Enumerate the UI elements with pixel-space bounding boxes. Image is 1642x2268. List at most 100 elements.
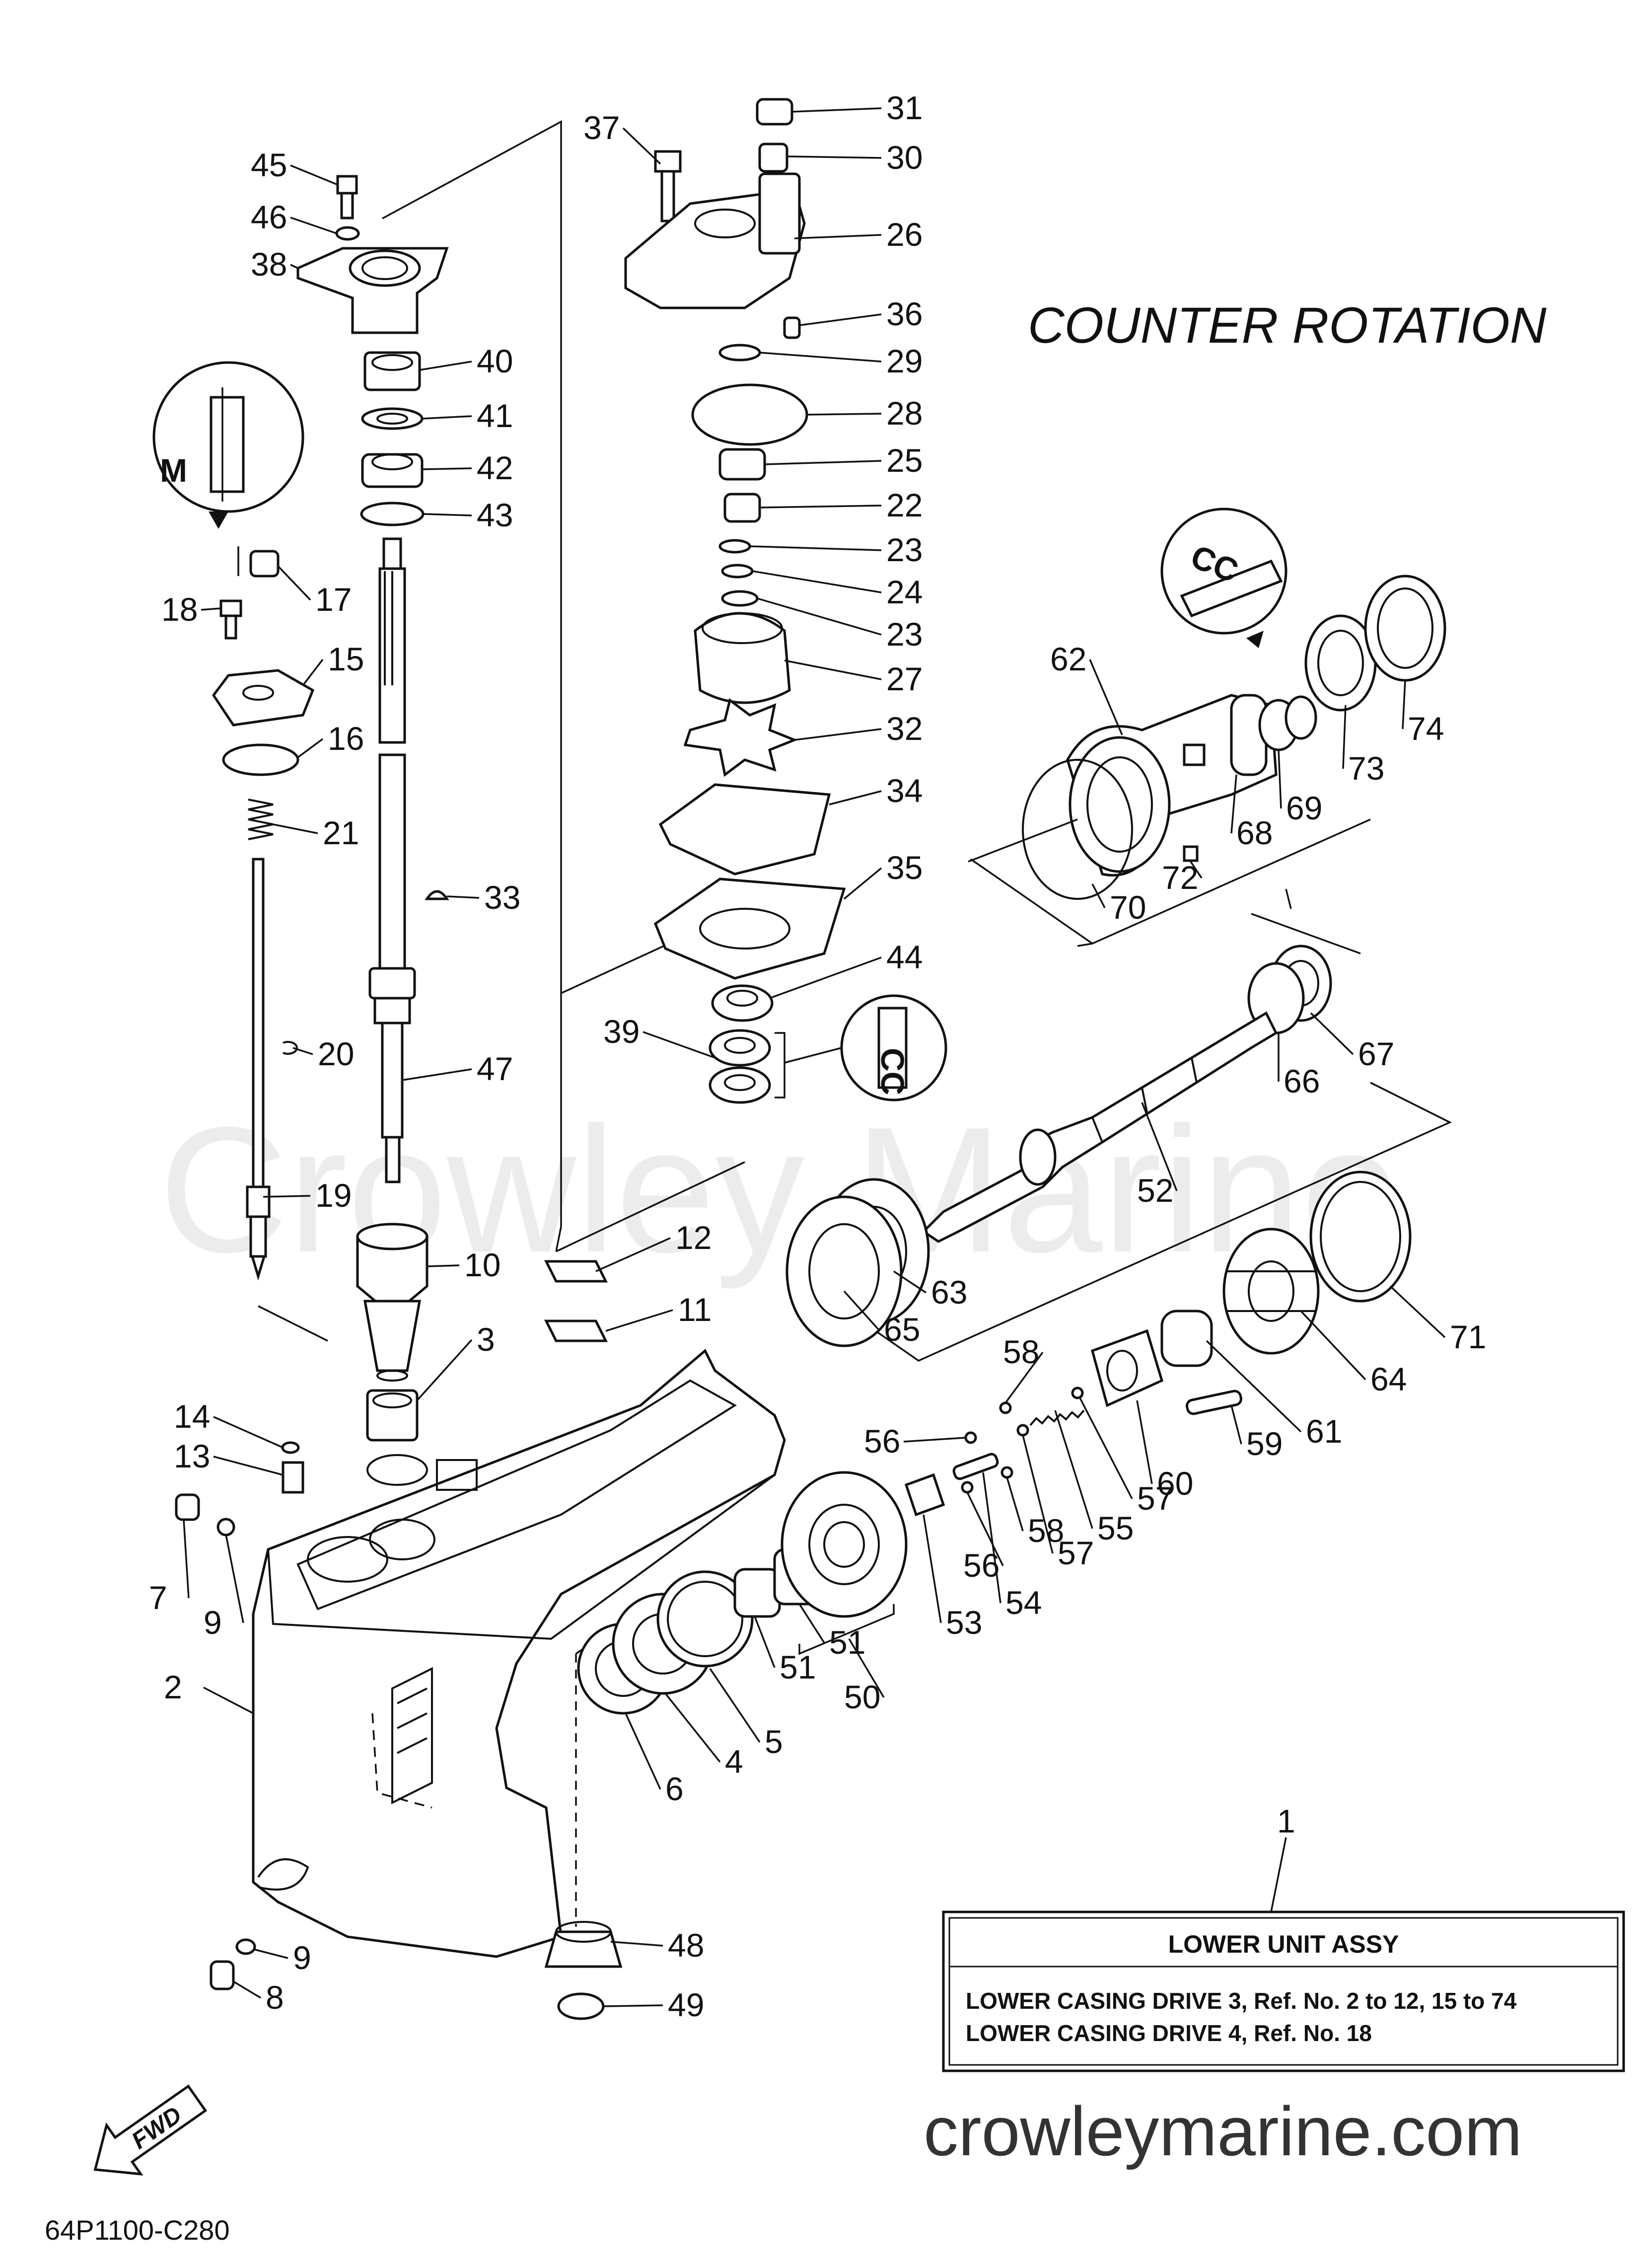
leader-line-17 xyxy=(277,565,311,601)
part-label-20[interactable]: 20 xyxy=(318,1035,354,1072)
part-label-64[interactable]: 64 xyxy=(1370,1361,1407,1397)
leader-line-51 xyxy=(754,1616,776,1668)
part-label-14[interactable]: 14 xyxy=(174,1398,210,1435)
part-label-3[interactable]: 3 xyxy=(477,1321,495,1358)
part-label-23[interactable]: 23 xyxy=(886,531,923,568)
part-label-56[interactable]: 56 xyxy=(864,1423,900,1460)
part-label-49[interactable]: 49 xyxy=(668,1986,704,2023)
part-label-29[interactable]: 29 xyxy=(886,343,923,379)
part-label-7[interactable]: 7 xyxy=(149,1579,167,1616)
part-label-43[interactable]: 43 xyxy=(477,497,513,533)
part-label-53[interactable]: 53 xyxy=(946,1604,982,1641)
part-label-19[interactable]: 19 xyxy=(315,1177,352,1214)
leader-line-33 xyxy=(446,895,480,899)
part-label-55[interactable]: 55 xyxy=(1097,1510,1134,1546)
part-label-5[interactable]: 5 xyxy=(765,1723,783,1760)
leader-line-64 xyxy=(1300,1310,1366,1381)
leader-line-67 xyxy=(1310,1012,1354,1055)
part-label-62[interactable]: 62 xyxy=(1050,641,1086,677)
part-label-10[interactable]: 10 xyxy=(464,1246,500,1283)
assembly-frame-lines xyxy=(258,120,1452,1362)
part-label-24[interactable]: 24 xyxy=(886,574,923,610)
leader-line-36 xyxy=(799,313,882,326)
leader-line-9 xyxy=(253,1948,288,1959)
legend-heading: LOWER UNIT ASSY xyxy=(1168,1930,1399,1958)
leader-line-50 xyxy=(848,1638,885,1698)
part-label-51[interactable]: 51 xyxy=(780,1649,816,1685)
part-label-71[interactable]: 71 xyxy=(1450,1318,1486,1355)
part-label-52[interactable]: 52 xyxy=(1137,1172,1173,1209)
diagram-code: 64P1100-C280 xyxy=(45,2214,230,2246)
part-label-60[interactable]: 60 xyxy=(1157,1465,1193,1502)
part-label-46[interactable]: 46 xyxy=(251,199,287,235)
part-label-30[interactable]: 30 xyxy=(886,139,923,176)
part-label-67[interactable]: 67 xyxy=(1358,1035,1394,1072)
part-label-58[interactable]: 58 xyxy=(1003,1333,1039,1370)
leader-line-28 xyxy=(806,413,882,416)
part-label-25[interactable]: 25 xyxy=(886,442,923,479)
part-label-47[interactable]: 47 xyxy=(477,1050,513,1087)
part-label-8[interactable]: 8 xyxy=(266,1979,284,2016)
part-label-74[interactable]: 74 xyxy=(1408,710,1444,747)
part-label-50[interactable]: 50 xyxy=(844,1679,880,1715)
part-label-54[interactable]: 54 xyxy=(1005,1584,1042,1621)
part-label-69[interactable]: 69 xyxy=(1286,790,1322,826)
part-label-70[interactable]: 70 xyxy=(1110,889,1146,926)
part-label-12[interactable]: 12 xyxy=(675,1219,712,1256)
part-label-22[interactable]: 22 xyxy=(886,487,923,523)
part-label-32[interactable]: 32 xyxy=(886,710,923,747)
leader-line-6 xyxy=(625,1713,661,1790)
part-label-68[interactable]: 68 xyxy=(1236,814,1273,851)
drive-shaft-column xyxy=(296,175,449,1442)
leader-line-57 xyxy=(1079,1397,1133,1499)
part-label-73[interactable]: 73 xyxy=(1348,750,1384,787)
part-label-61[interactable]: 61 xyxy=(1306,1413,1342,1450)
part-label-35[interactable]: 35 xyxy=(886,849,923,886)
part-label-58[interactable]: 58 xyxy=(1028,1512,1064,1549)
part-label-65[interactable]: 65 xyxy=(884,1311,920,1348)
part-label-56[interactable]: 56 xyxy=(963,1547,999,1584)
part-label-15[interactable]: 15 xyxy=(328,641,364,677)
part-label-45[interactable]: 45 xyxy=(251,146,287,183)
part-label-36[interactable]: 36 xyxy=(886,295,923,332)
leader-line-69 xyxy=(1278,749,1282,809)
part-label-16[interactable]: 16 xyxy=(328,720,364,757)
part-label-28[interactable]: 28 xyxy=(886,395,923,432)
propeller-shaft-group: CC xyxy=(785,508,1446,1347)
part-label-66[interactable]: 66 xyxy=(1284,1063,1320,1099)
part-label-51[interactable]: 51 xyxy=(829,1624,865,1661)
leader-line-22 xyxy=(759,505,882,509)
part-label-18[interactable]: 18 xyxy=(161,591,198,628)
leader-line-68 xyxy=(1230,774,1237,834)
part-label-72[interactable]: 72 xyxy=(1162,859,1198,896)
part-label-9[interactable]: 9 xyxy=(293,1939,311,1976)
part-label-17[interactable]: 17 xyxy=(315,581,352,618)
part-label-34[interactable]: 34 xyxy=(886,772,923,809)
part-label-37[interactable]: 37 xyxy=(583,109,620,146)
part-label-57[interactable]: 57 xyxy=(1137,1480,1173,1517)
part-label-4[interactable]: 4 xyxy=(725,1743,743,1780)
part-label-48[interactable]: 48 xyxy=(668,1927,704,1964)
part-label-31[interactable]: 31 xyxy=(886,89,923,126)
part-label-59[interactable]: 59 xyxy=(1246,1425,1283,1462)
part-label-21[interactable]: 21 xyxy=(323,814,359,851)
leader-line-20 xyxy=(292,1047,313,1055)
part-label-44[interactable]: 44 xyxy=(886,939,923,975)
part-label-41[interactable]: 41 xyxy=(477,397,513,434)
part-label-40[interactable]: 40 xyxy=(477,343,513,379)
part-label-23[interactable]: 23 xyxy=(886,616,923,653)
part-label-27[interactable]: 27 xyxy=(886,660,923,697)
part-label-57[interactable]: 57 xyxy=(1058,1535,1094,1571)
part-label-42[interactable]: 42 xyxy=(477,449,513,486)
part-label-33[interactable]: 33 xyxy=(484,879,520,916)
part-label-26[interactable]: 26 xyxy=(886,216,923,253)
part-label-63[interactable]: 63 xyxy=(931,1274,967,1311)
part-label-11[interactable]: 11 xyxy=(678,1291,712,1328)
leader-line-40 xyxy=(419,361,472,371)
part-label-6[interactable]: 6 xyxy=(665,1770,684,1807)
part-label-38[interactable]: 38 xyxy=(251,246,287,283)
part-label-13[interactable]: 13 xyxy=(174,1438,210,1474)
part-label-2[interactable]: 2 xyxy=(164,1669,182,1705)
part-label-39[interactable]: 39 xyxy=(603,1013,640,1050)
part-label-9[interactable]: 9 xyxy=(204,1604,222,1641)
